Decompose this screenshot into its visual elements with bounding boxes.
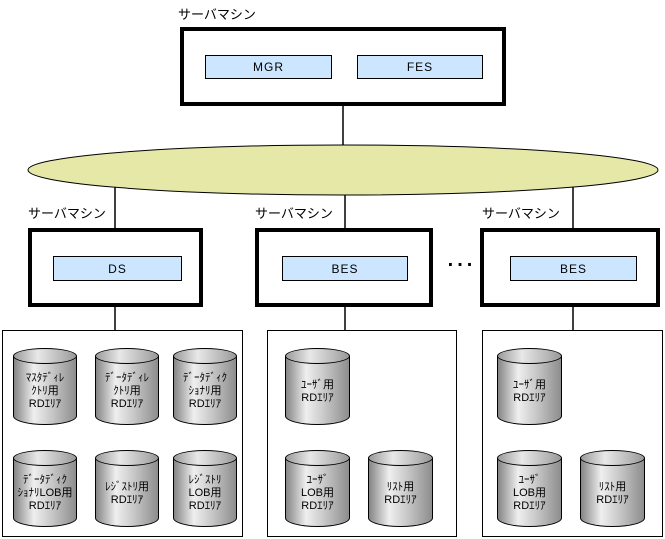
rdarea-cylinder: ﾃﾞｰﾀﾃﾞｨﾚ ｸﾄﾘ用 RDｴﾘｱ [95,348,159,425]
cylinder-top [95,348,159,364]
rdarea-cylinder: ﾕｰｻﾞ用 RDｴﾘｱ [285,348,350,425]
cylinder-body [368,458,433,527]
mgr-unit-box: MGR [205,55,332,79]
bes1-unit-box: BES [282,256,408,281]
cylinder-top [13,450,77,466]
cylinder-top [580,450,645,466]
cylinder-body [173,458,237,527]
rdarea-cylinder: ﾚｼﾞｽﾄﾘ LOB用 RDｴﾘｱ [173,450,237,527]
rdarea-label: ﾕｰｻﾞ用 RDｴﾘｱ [513,378,546,404]
rdarea-label: ﾏｽﾀﾃﾞｨﾚ ｸﾄﾘ用 RDｴﾘｱ [25,372,65,410]
cylinder-body [13,458,77,527]
server-machine-label-top: サーバマシン [178,7,256,22]
rdarea-cylinder: ﾕｰｻﾞ LOB用 RDｴﾘｱ [497,450,562,527]
rdarea-label: ﾚｼﾞｽﾄﾘ用 RDｴﾘｱ [105,480,149,506]
cylinder-body [13,356,77,425]
rdarea-label: ﾕｰｻﾞ LOB用 RDｴﾘｱ [512,474,546,512]
server-machine-label-bes1: サーバマシン [255,206,333,221]
cylinder-top [497,348,562,364]
cylinder-body [580,458,645,527]
rdarea-label: ﾕｰｻﾞ LOB用 RDｴﾘｱ [300,474,334,512]
server-machine-box-bes1: BES [255,228,433,307]
server-machine-box-ds: DS [28,228,203,307]
fes-unit-box: FES [357,55,483,79]
rdarea-label: ﾕｰｻﾞ用 RDｴﾘｱ [301,378,334,404]
cylinder-body [173,356,237,425]
cylinder-top [13,348,77,364]
ds-unit-box: DS [53,256,182,281]
cylinder-body [95,356,159,425]
cylinder-body [497,356,562,425]
cylinder-body [285,356,350,425]
rdarea-cylinder: ﾘｽﾄ用 RDｴﾘｱ [580,450,645,527]
rdarea-label: ﾚｼﾞｽﾄﾘ LOB用 RDｴﾘｱ [188,474,222,512]
cylinder-body [497,458,562,527]
cylinder-body [95,458,159,527]
rdarea-label: ﾘｽﾄ用 RDｴﾘｱ [596,480,629,506]
rdarea-group-box-bes2: ﾕｰｻﾞ用 RDｴﾘｱ ﾕｰｻﾞ LOB用 RDｴﾘｱ ﾘｽﾄ用 RDｴﾘｱ [482,330,663,537]
rdarea-group-box-bes1: ﾕｰｻﾞ用 RDｴﾘｱ ﾕｰｻﾞ LOB用 RDｴﾘｱ ﾘｽﾄ用 RDｴﾘｱ [267,330,457,537]
network-ellipse [27,144,659,196]
rdarea-cylinder: ﾏｽﾀﾃﾞｨﾚ ｸﾄﾘ用 RDｴﾘｱ [13,348,77,425]
rdarea-group-box-ds: ﾏｽﾀﾃﾞｨﾚ ｸﾄﾘ用 RDｴﾘｱ ﾃﾞｰﾀﾃﾞｨﾚ ｸﾄﾘ用 RDｴﾘｱ ﾃ… [2,330,243,537]
rdarea-cylinder: ﾚｼﾞｽﾄﾘ用 RDｴﾘｱ [95,450,159,527]
server-machine-label-ds: サーバマシン [28,206,106,221]
cylinder-top [95,450,159,466]
rdarea-cylinder: ﾃﾞｰﾀﾃﾞｨｸ ｼｮﾅﾘ用 RDｴﾘｱ [173,348,237,425]
cylinder-top [285,450,350,466]
cylinder-top [368,450,433,466]
rdarea-cylinder: ﾘｽﾄ用 RDｴﾘｱ [368,450,433,527]
cylinder-top [285,348,350,364]
rdarea-label: ﾃﾞｰﾀﾃﾞｨﾚ ｸﾄﾘ用 RDｴﾘｱ [105,372,149,410]
server-machine-box-bes2: BES [480,228,660,307]
cylinder-body [285,458,350,527]
rdarea-cylinder: ﾃﾞｰﾀﾃﾞｨｸ ｼｮﾅﾘLOB用 RDｴﾘｱ [13,450,77,527]
rdarea-label: ﾘｽﾄ用 RDｴﾘｱ [384,480,417,506]
rdarea-label: ﾃﾞｰﾀﾃﾞｨｸ ｼｮﾅﾘ用 RDｴﾘｱ [183,372,227,410]
cylinder-top [173,450,237,466]
rdarea-label: ﾃﾞｰﾀﾃﾞｨｸ ｼｮﾅﾘLOB用 RDｴﾘｱ [17,474,73,512]
bes2-unit-box: BES [510,256,637,281]
continuation-ellipsis: ... [447,249,477,271]
cylinder-top [497,450,562,466]
rdarea-cylinder: ﾕｰｻﾞ LOB用 RDｴﾘｱ [285,450,350,527]
cylinder-top [173,348,237,364]
server-machine-label-bes2: サーバマシン [482,206,560,221]
rdarea-cylinder: ﾕｰｻﾞ用 RDｴﾘｱ [497,348,562,425]
server-machine-box-top: MGR FES [180,27,506,106]
